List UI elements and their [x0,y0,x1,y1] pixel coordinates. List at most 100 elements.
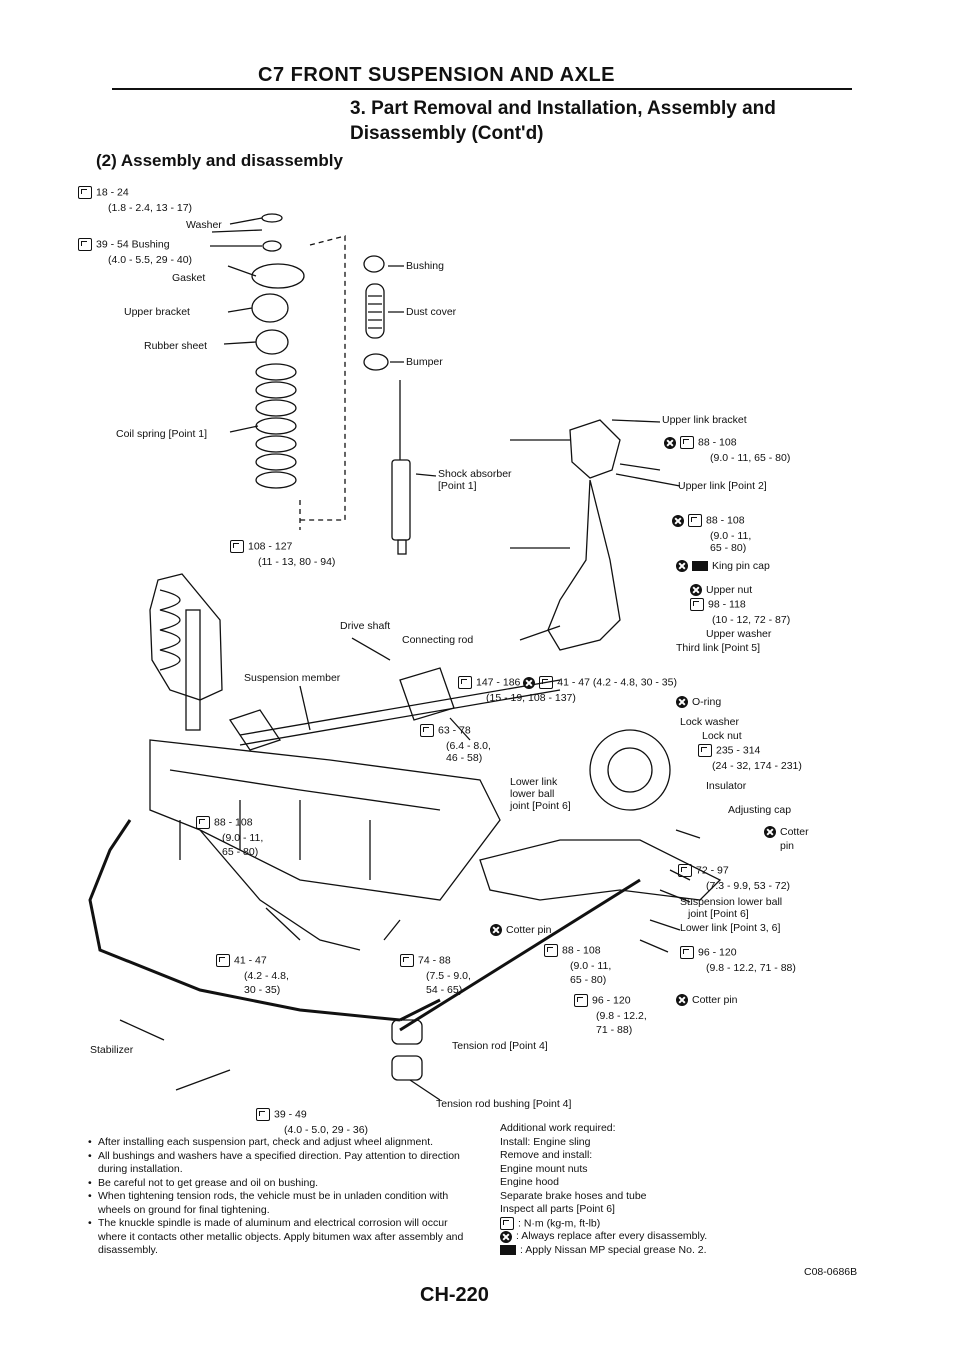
torque-value-14a: (9.0 - 11, [570,960,612,972]
header-rule [112,88,852,90]
torque-value-8a: (6.4 - 8.0, [446,740,491,752]
label-adjusting-cap: Adjusting cap [728,804,792,816]
torque-wrench-icon [400,954,414,967]
chapter-title: C7 FRONT SUSPENSION AND AXLE [258,64,615,86]
label-gasket: Gasket [172,272,206,284]
label-lower-link: Lower link [Point 3, 6] [680,922,781,934]
additional-work-block: Additional work required: Install: Engin… [500,1122,820,1257]
label-coil-spring: Coil spring [Point 1] [116,428,208,440]
label-connecting-rod: Connecting rod [402,634,474,646]
torque-label-1: 18 - 24 [78,186,129,199]
torque-label-7: 147 - 186 41 - 47 (4.2 - 4.8, 30 - 35) [458,676,677,689]
label-lower-link-ball-3: joint [Point 6] [510,800,571,812]
label-stabilizer: Stabilizer [90,1044,134,1056]
label-lower-link-ball-2: lower ball [510,788,555,800]
torque-label-12: 41 - 47 [216,954,267,967]
torque-wrench-icon [680,946,694,959]
replace-part-icon [490,924,502,937]
label-drive-shaft: Drive shaft [340,620,391,632]
torque-wrench-icon [680,436,694,449]
note-item: The knuckle spindle is made of aluminum … [88,1217,478,1258]
washer-part [261,213,283,223]
note-item: After installing each suspension part, c… [88,1136,478,1150]
replace-part-icon [676,696,688,709]
torque-label-10: 88 - 108 [196,816,253,829]
torque-value-13a: (7.5 - 9.0, [426,970,471,982]
torque-label-9: 235 - 314 [698,744,760,757]
torque-value-8b: 46 - 58) [446,752,483,764]
torque-wrench-icon [574,994,588,1007]
label-bushing: Bushing [406,260,444,272]
torque-value-7: (15 - 19, 108 - 137) [486,692,576,704]
label-insulator: Insulator [706,780,747,792]
label-cotter-pin-2: Cotter pin [490,924,552,937]
replace-part-icon [690,584,702,597]
torque-value-3: (9.0 - 11, 65 - 80) [710,452,791,464]
replace-part-icon [672,514,684,527]
torque-value-11: (7.3 - 9.9, 53 - 72) [706,880,791,892]
stabilizer-part [88,819,401,1022]
additional-work-line: Inspect all parts [Point 6] [500,1203,615,1215]
label-shock-absorber: Shock absorber [438,468,512,480]
label-cotter-pin-1: Cotter [764,826,809,839]
torque-label-6: 98 - 118 [690,598,746,611]
label-lock-washer: Lock washer [680,716,739,728]
torque-value-2: (4.0 - 5.5, 29 - 40) [108,254,193,266]
torque-label-15: 96 - 120 [680,946,737,959]
torque-label-2: 39 - 54 Bushing [78,238,170,251]
legend-torque: : N·m (kg-m, ft-lb) [500,1216,820,1231]
torque-value-15: (9.8 - 12.2, 71 - 88) [706,962,796,974]
torque-wrench-icon [420,724,434,737]
assembled-strut [149,573,223,701]
torque-value-17: (4.0 - 5.0, 29 - 36) [284,1124,369,1136]
torque-value-12a: (4.2 - 4.8, [244,970,289,982]
legend-grease: : Apply Nissan MP special grease No. 2. [500,1244,820,1258]
torque-label-4: 88 - 108 [672,514,745,527]
label-shock-absorber-point: [Point 1] [438,480,477,492]
torque-wrench-icon [690,598,704,611]
additional-work-line: Engine hood [500,1176,559,1188]
torque-wrench-icon [458,676,472,689]
label-lower-link-ball-1: Lower link [510,776,558,788]
label-suspension-member: Suspension member [244,672,341,684]
replace-part-icon [764,826,776,839]
subsection-title: (2) Assembly and disassembly [96,151,343,170]
label-cotter-pin-1b: pin [780,840,795,852]
torque-label-3: 88 - 108 [664,436,737,449]
replace-part-icon [676,560,688,573]
torque-value-9: (24 - 32, 174 - 231) [712,760,802,772]
label-cotter-pin-3: Cotter pin [676,994,738,1007]
label-susp-lower-ball-2: joint [Point 6] [688,908,749,920]
torque-wrench-icon [216,954,230,967]
torque-value-4b: 65 - 80) [710,542,747,554]
upper-link-part [547,479,621,651]
section-title-line2: Disassembly (Cont'd) [350,123,544,144]
grease-icon [692,561,708,572]
replace-part-icon [664,436,676,449]
torque-wrench-icon [688,514,702,527]
torque-label-14: 88 - 108 [544,944,601,957]
knuckle-hub-part [589,729,671,811]
figure-code: C08-0686B [804,1266,858,1278]
torque-label-8: 63 - 78 [420,724,471,737]
torque-value-16b: 71 - 88) [596,1024,633,1036]
torque-wrench-icon [196,816,210,829]
replace-part-icon [500,1230,512,1243]
torque-label-5: 108 - 127 [230,540,292,553]
torque-wrench-icon [539,676,554,689]
note-item: All bushings and washers have a specifie… [88,1150,478,1177]
label-susp-lower-ball-1: Suspension lower ball [680,896,783,908]
additional-work-line: Separate brake hoses and tube [500,1189,647,1202]
torque-value-14b: 65 - 80) [570,974,607,986]
label-o-ring: O-ring [676,696,721,709]
torque-wrench-icon [698,744,712,757]
suspension-member-part [149,739,501,901]
additional-work-line: Remove and install: [500,1149,593,1161]
note-item: When tightening tension rods, the vehicl… [88,1190,478,1217]
label-upper-nut: Upper nut [690,584,752,597]
label-rubber-sheet: Rubber sheet [144,340,208,352]
grease-icon [500,1245,516,1255]
label-king-pin-cap: King pin cap [676,560,770,573]
torque-label-11: 72 - 97 [678,864,729,877]
